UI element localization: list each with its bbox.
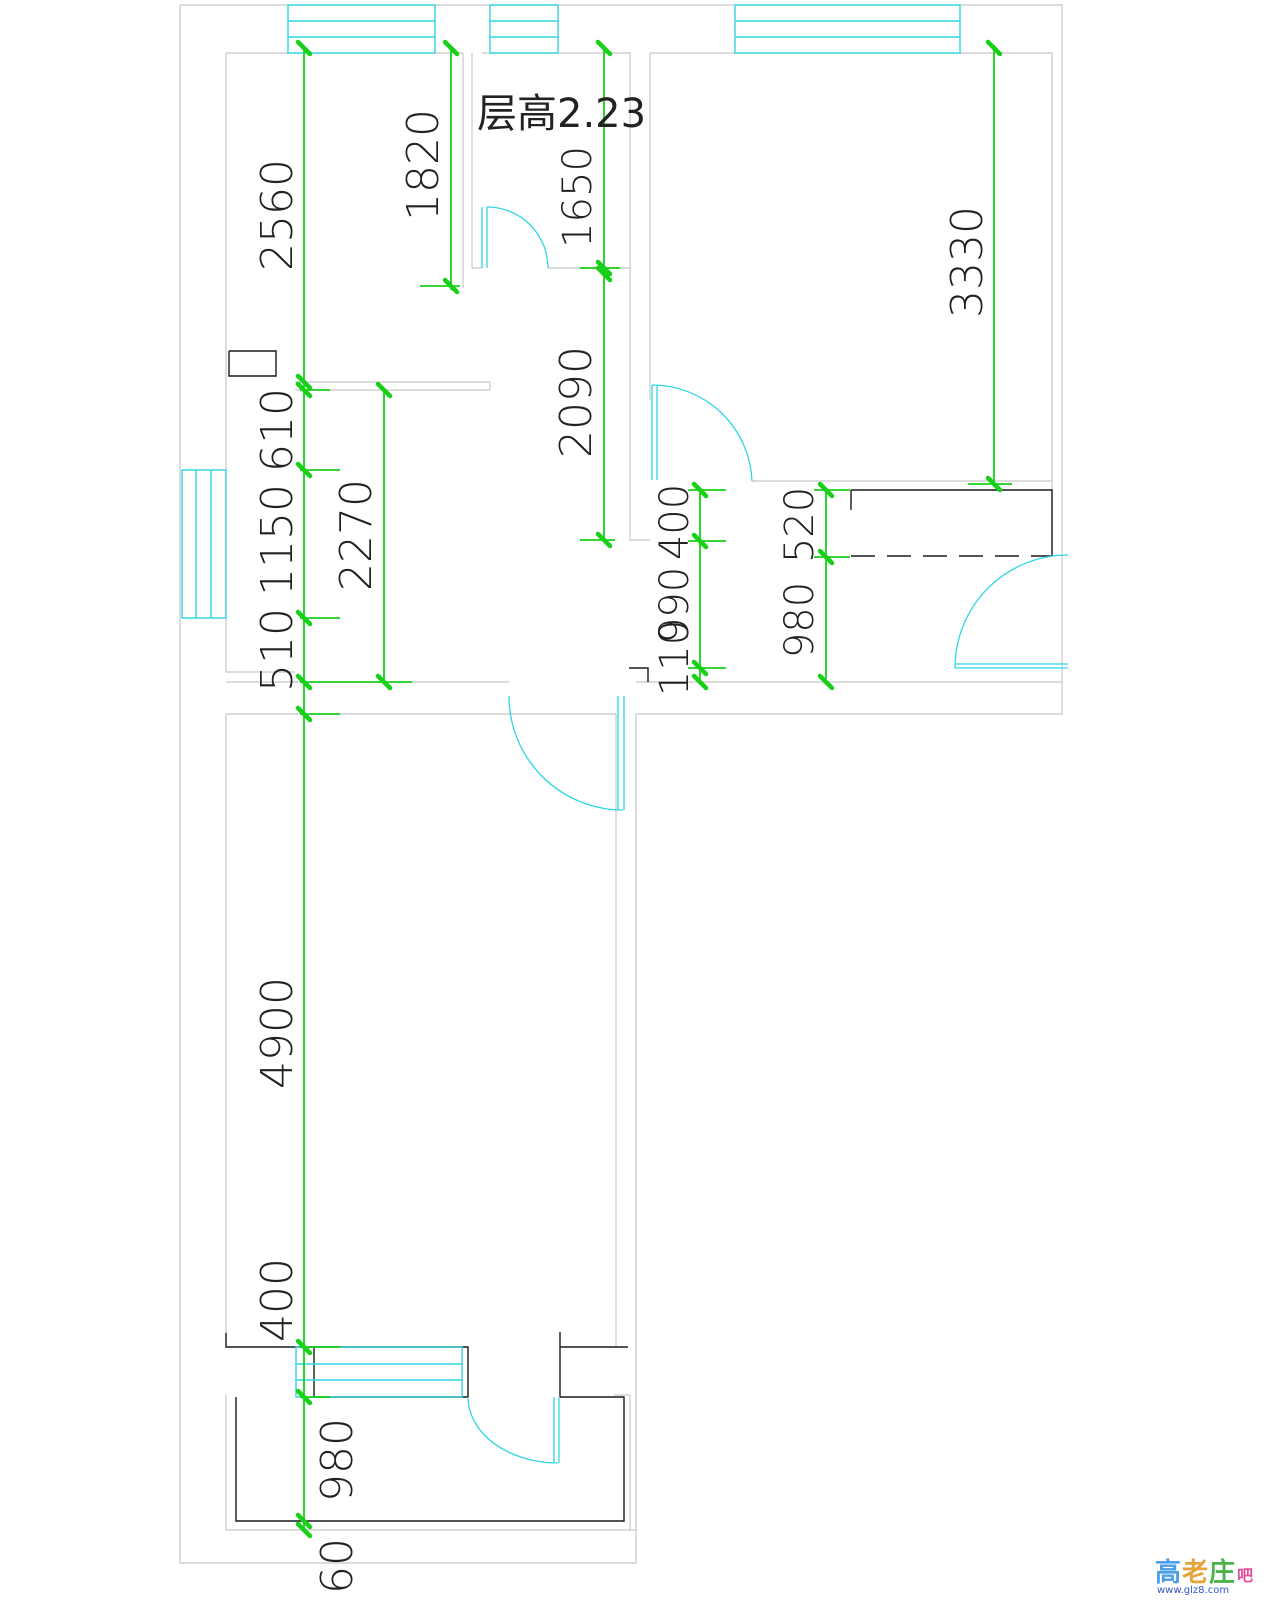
watermark-char-1: 高 [1155, 1558, 1182, 1588]
dimension-ticks [295, 39, 1003, 1539]
dim-980-mid: 980 [777, 582, 823, 658]
windows [181, 4, 961, 1398]
window-top-left [287, 4, 436, 54]
dim-3330: 3330 [942, 206, 993, 318]
dim-2270: 2270 [331, 479, 382, 591]
door-living [508, 695, 625, 811]
dimension-labels: 2560 1820 1650 3330 2090 610 2270 1150 5… [252, 109, 993, 1594]
dim-60: 60 [312, 1538, 363, 1594]
dim-610: 610 [252, 388, 303, 472]
balcony [225, 1332, 628, 1522]
door-entry [954, 554, 1069, 669]
dim-520: 520 [777, 487, 823, 563]
window-left [181, 469, 227, 619]
door-bath [481, 206, 549, 269]
site-watermark: 高 老 庄 吧 www.glz8.com [1155, 1552, 1270, 1596]
dim-990: 990 [652, 567, 698, 643]
dim-1820: 1820 [398, 109, 449, 221]
dim-4900: 4900 [252, 977, 303, 1089]
window-top-right [734, 4, 961, 54]
dimension-lines [300, 47, 1012, 1530]
window-top-mid [489, 4, 559, 54]
watermark-url: www.glz8.com [1157, 1585, 1230, 1596]
dim-510: 510 [252, 608, 303, 692]
watermark-char-4: 吧 [1237, 1566, 1254, 1585]
watermark-char-2: 老 [1182, 1558, 1209, 1588]
watermark-char-3: 庄 [1209, 1558, 1236, 1588]
door-balcony [467, 1396, 560, 1464]
dim-980-low: 980 [312, 1418, 363, 1502]
dim-400-mid: 400 [652, 484, 698, 560]
closet [850, 489, 1053, 557]
doors [467, 206, 1069, 1464]
dim-1150: 1150 [252, 484, 303, 596]
floor-height-note: 层高2.23 [477, 91, 646, 137]
walls [179, 4, 1063, 1564]
window-balcony [295, 1346, 463, 1398]
door-bedroom [651, 384, 753, 482]
dim-400-low: 400 [252, 1258, 303, 1342]
dim-1650: 1650 [555, 146, 601, 248]
dim-2090: 2090 [551, 346, 602, 458]
dim-2560: 2560 [252, 159, 303, 271]
dim-110: 110 [652, 620, 698, 696]
